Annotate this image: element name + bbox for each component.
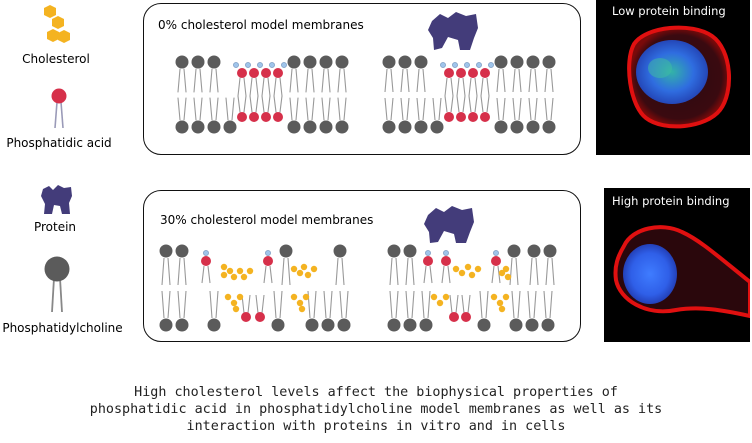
membrane-right	[382, 12, 556, 134]
micrograph-label: Low protein binding	[612, 4, 726, 18]
cell-image	[627, 25, 731, 129]
phosphatidic-acid-icon	[51, 88, 67, 129]
legend-label-phosphatidylcholine: Phosphatidylcholine	[2, 321, 123, 335]
legend-label-cholesterol: Cholesterol	[22, 52, 90, 66]
panel-0-cholesterol: 0% cholesterol model membranes	[143, 3, 581, 155]
panel-30-cholesterol: 30% cholesterol model membranes	[143, 190, 581, 342]
legend-label-phosphatidic-acid: Phosphatidic acid	[6, 136, 112, 150]
cholesterol-icon	[44, 5, 70, 43]
cell-image	[613, 225, 750, 319]
membrane-diagram-0pct	[175, 12, 556, 134]
legend-label-protein: Protein	[33, 220, 77, 234]
caption-line-3: interaction with proteins in vitro and i…	[186, 419, 566, 434]
panel-title: 0% cholesterol model membranes	[158, 18, 364, 32]
micrograph-low-binding: Low protein binding	[596, 0, 750, 155]
membrane-right	[387, 206, 557, 332]
caption: High cholesterol levels affect the bioph…	[0, 384, 752, 435]
membrane-left	[175, 55, 349, 134]
protein-icon	[41, 185, 72, 214]
caption-line-2: phosphatidic acid in phosphatidylcholine…	[89, 402, 663, 417]
membrane-diagram-30pct	[159, 206, 557, 332]
panel-title: 30% cholesterol model membranes	[160, 213, 374, 227]
micrograph-high-binding: High protein binding	[604, 188, 750, 342]
membrane-left	[159, 244, 351, 332]
phosphatidylcholine-icon	[44, 256, 70, 313]
caption-line-1: High cholesterol levels affect the bioph…	[134, 385, 618, 400]
legend: Cholesterol Phosphatidic acid Protein Ph…	[0, 0, 130, 340]
micrograph-label: High protein binding	[612, 194, 730, 208]
